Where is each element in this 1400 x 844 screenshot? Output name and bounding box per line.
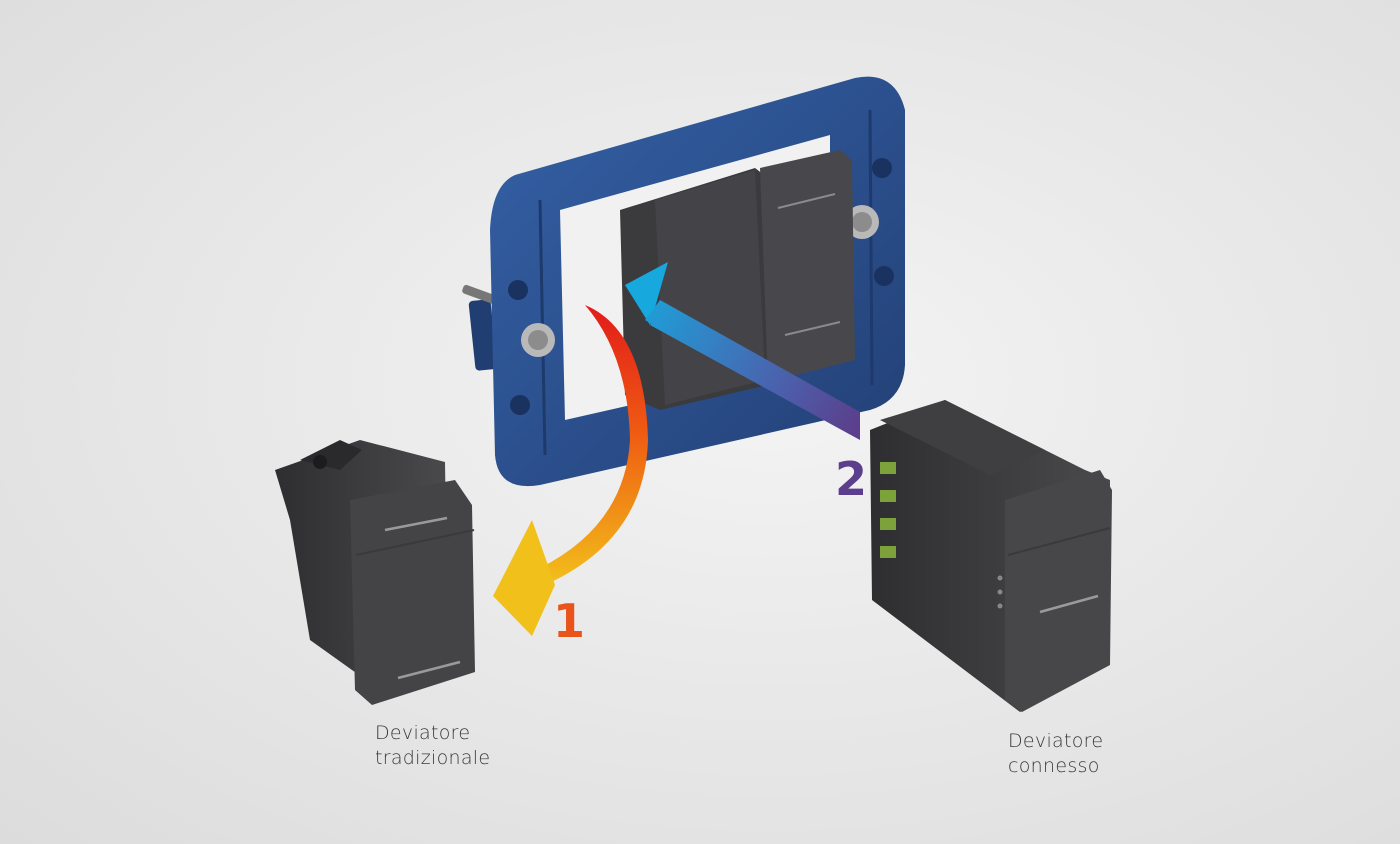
insert-arrow xyxy=(625,262,860,440)
caption-line: tradizionale xyxy=(375,747,491,769)
connected-switch-terminal xyxy=(880,462,896,474)
traditional-switch-rocker xyxy=(350,480,475,705)
caption-line: Deviatore xyxy=(375,722,471,744)
connected-switch-terminal xyxy=(880,546,896,558)
connected-switch xyxy=(870,400,1112,712)
step-number-insert: 2 xyxy=(835,452,868,506)
caption-traditional-switch: Deviatore tradizionale xyxy=(375,721,490,771)
connected-switch-terminal xyxy=(880,490,896,502)
step-number-remove: 1 xyxy=(553,594,586,648)
remove-arrow xyxy=(493,305,648,636)
traditional-switch xyxy=(275,440,475,705)
caption-line: Deviatore xyxy=(1008,730,1104,752)
frame-left-clip xyxy=(468,299,498,371)
caption-connected-switch: Deviatore connesso xyxy=(1008,729,1103,779)
frame-side-screw xyxy=(462,284,498,305)
caption-line: connesso xyxy=(1008,755,1100,777)
connected-switch-rocker xyxy=(1005,470,1112,712)
connected-switch-terminal xyxy=(880,518,896,530)
installed-module-right xyxy=(760,150,855,382)
